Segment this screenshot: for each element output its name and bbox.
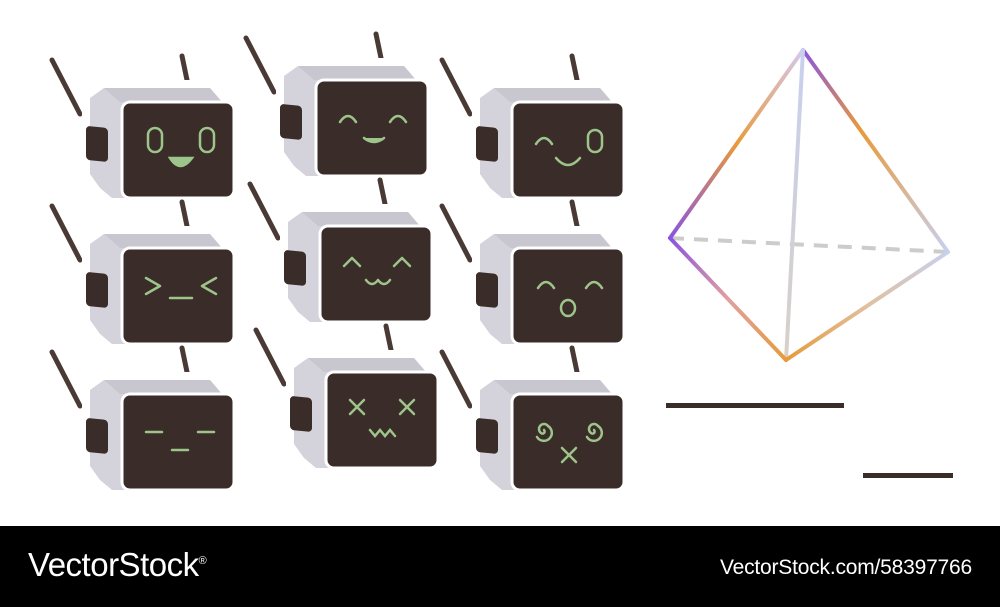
pyramid-edge-right [801,48,950,254]
robot-neutral-sleepy [52,348,234,494]
face-happy-open-mouth-icon [536,280,604,318]
decorative-bar-short [863,473,953,478]
face-squint-grin-icon [144,276,218,300]
robot-happy-open-mouth [442,202,624,348]
pyramid-edge-bottom-left [668,236,788,362]
face-knocked-out-icon [348,398,416,438]
wireframe-pyramid [668,48,950,362]
robot-knocked-out [256,326,438,472]
robot-surprised-smile [52,56,234,202]
pyramid-edge-front [784,48,805,362]
robot-closed-eyes-smile [246,34,428,180]
pyramid-edge-left [668,48,805,240]
stock-image-id: VectorStock.com/58397766 [719,556,972,579]
face-cat-smile-icon [342,256,412,286]
brand-name: VectorStock [28,546,199,583]
robot-wink [442,56,624,202]
robot-dizzy [442,348,624,494]
watermark-footer: VectorStock® VectorStock.com/58397766 [0,526,1000,607]
face-closed-eyes-smile-icon [338,114,408,144]
pyramid-edge-bottom-right [784,250,950,362]
robot-squint-grin [52,202,234,348]
face-neutral-sleepy-icon [144,430,216,452]
pyramid-hidden-edge [669,236,949,254]
illustration-svg [0,0,953,526]
face-surprised-smile-icon [146,126,216,168]
decorative-bar-long [666,403,844,408]
robot-cat-smile [250,180,432,326]
brand-logo: VectorStock® [28,546,207,584]
registered-mark: ® [198,555,207,567]
face-wink-icon [534,128,604,167]
face-dizzy-icon [535,422,604,464]
